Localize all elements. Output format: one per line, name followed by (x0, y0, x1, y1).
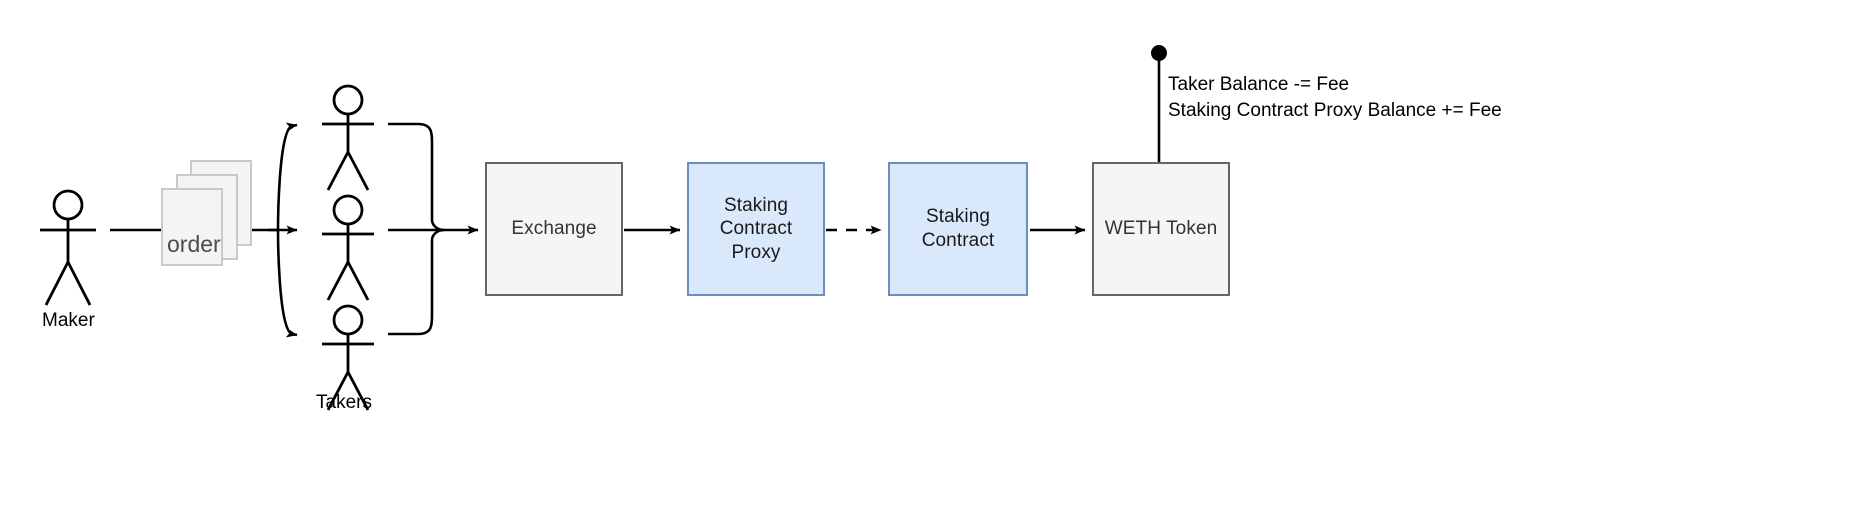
edge-merge-curve-top (430, 219, 445, 232)
node-staking-contract-proxy-line1: Staking (723, 194, 789, 216)
maker-label: Maker (42, 310, 95, 331)
node-exchange-label: Exchange (511, 218, 597, 240)
edge-taker3-merge (388, 240, 434, 336)
fee-annotation-line-2: Staking Contract Proxy Balance += Fee (1168, 100, 1502, 122)
node-staking-contract[interactable]: Staking Contract (888, 162, 1028, 296)
node-staking-contract-proxy-line2: Contract (719, 218, 793, 240)
taker-stick-figure-2 (322, 194, 374, 301)
node-weth-token[interactable]: WETH Token (1092, 162, 1230, 296)
node-exchange[interactable]: Exchange (485, 162, 623, 296)
node-staking-contract-proxy[interactable]: Staking Contract Proxy (687, 162, 825, 296)
edge-branch-top (276, 122, 298, 231)
node-staking-contract-line2: Contract (921, 230, 995, 251)
annotation-anchor-dot (1151, 45, 1167, 61)
maker-stick-figure (40, 189, 96, 306)
node-weth-token-label: WETH Token (1104, 218, 1218, 240)
order-card-front-label: order (167, 231, 221, 257)
edge-taker1-merge (388, 122, 434, 220)
node-staking-contract-proxy-line3: Proxy (731, 241, 781, 263)
fee-annotation: Taker Balance -= Fee Staking Contract Pr… (1168, 72, 1502, 124)
order-card-front[interactable]: order (161, 188, 223, 266)
fee-annotation-line-1: Taker Balance -= Fee (1168, 74, 1350, 95)
node-staking-contract-line1: Staking (925, 206, 991, 228)
edge-merge-curve-bottom (430, 228, 445, 241)
taker-stick-figure-3 (322, 304, 374, 411)
takers-label: Takers (316, 392, 372, 413)
taker-stick-figure-1 (322, 84, 374, 191)
edge-branch-bottom (276, 229, 298, 338)
